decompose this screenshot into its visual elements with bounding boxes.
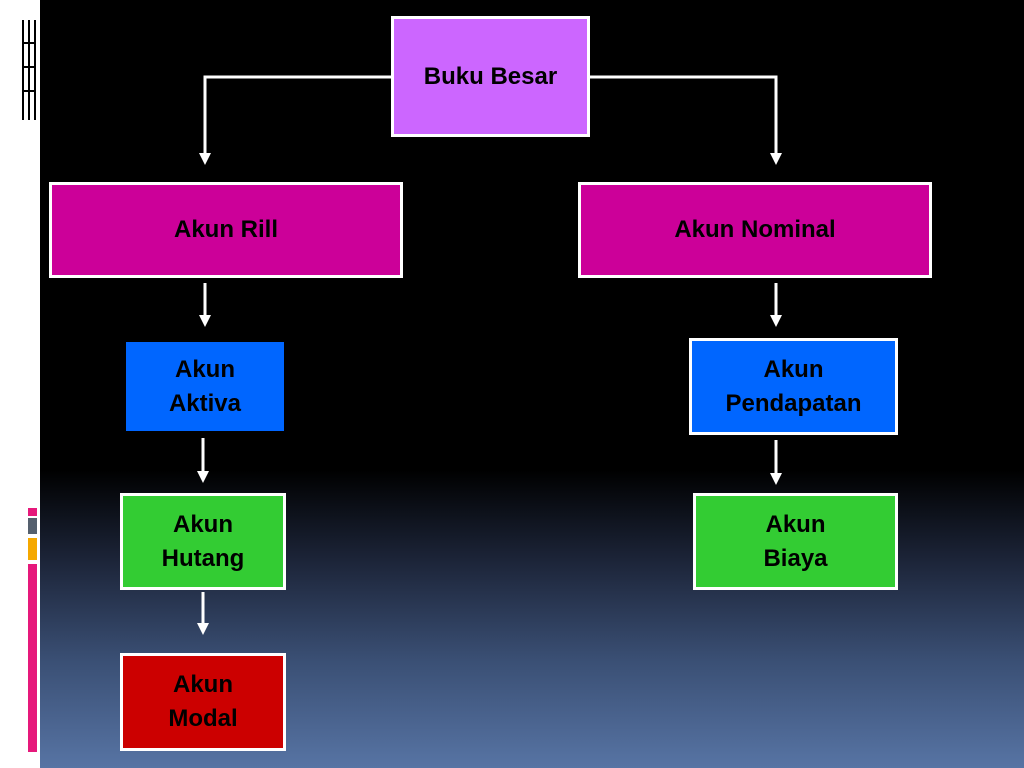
deco-horizontal-line: [22, 42, 36, 44]
left-decoration-strip: [0, 0, 40, 768]
node-akun-hutang: Akun Hutang: [120, 493, 286, 590]
deco-vertical-line: [28, 20, 30, 120]
node-akun-aktiva: Akun Aktiva: [126, 342, 284, 431]
deco-vertical-line: [22, 20, 24, 120]
deco-bar-pink-long: [28, 564, 37, 752]
node-akun-modal: Akun Modal: [120, 653, 286, 751]
deco-bar-orange: [28, 538, 37, 560]
node-buku-besar: Buku Besar: [391, 16, 590, 137]
node-akun-nominal: Akun Nominal: [578, 182, 932, 278]
deco-vertical-line: [34, 20, 36, 120]
node-akun-biaya: Akun Biaya: [693, 493, 898, 590]
deco-horizontal-line: [22, 66, 36, 68]
connector-buku-besar-to-akun-rill: [199, 75, 392, 165]
deco-bar-gray: [28, 518, 37, 534]
node-akun-pendapatan: Akun Pendapatan: [689, 338, 898, 435]
node-akun-rill: Akun Rill: [49, 182, 403, 278]
deco-horizontal-line: [22, 90, 36, 92]
deco-bar-pink: [28, 508, 37, 516]
connector-buku-besar-to-akun-nominal: [588, 75, 782, 165]
